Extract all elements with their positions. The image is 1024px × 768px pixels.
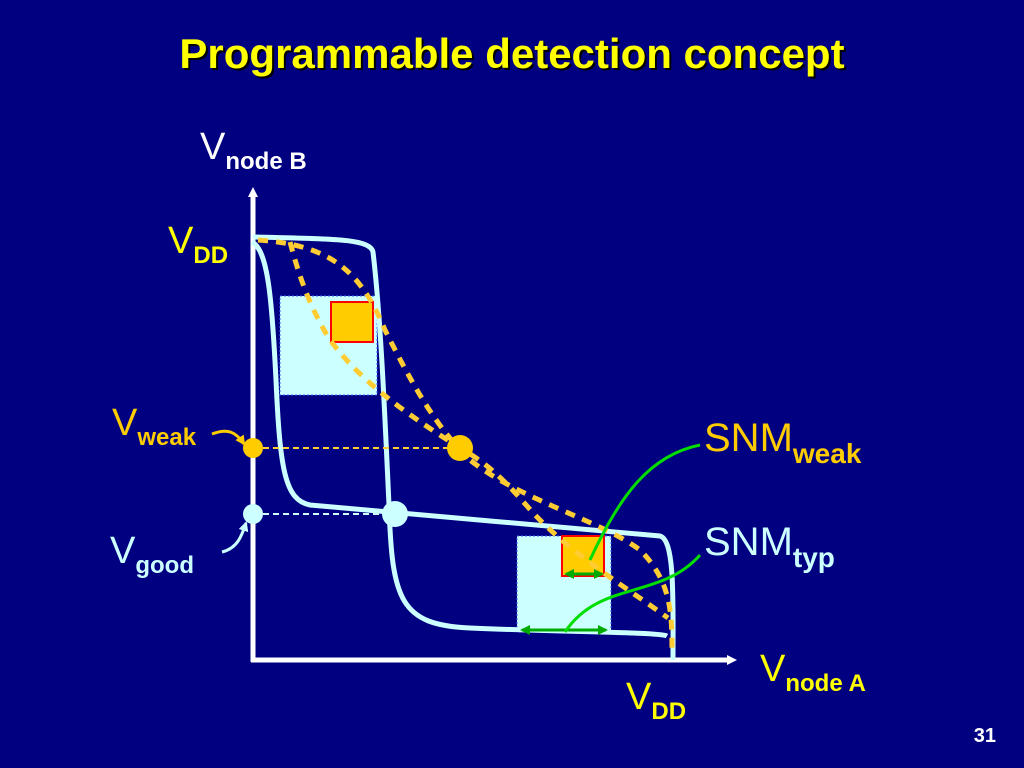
snm-weak-leader xyxy=(588,443,701,561)
x-axis-label-main: V xyxy=(760,648,786,690)
vgood-label: Vgood xyxy=(110,532,194,578)
vdd-y-label-main: V xyxy=(168,220,194,262)
vdd-x-label: VDD xyxy=(626,678,686,724)
snm-weak-square-upper xyxy=(330,301,374,343)
vgood-axis-dot xyxy=(243,504,263,524)
vgood-pointer xyxy=(221,521,249,554)
weak-metastable-dot xyxy=(447,435,473,461)
x-axis-label-sub: node A xyxy=(785,670,866,697)
typical-metastable-dot xyxy=(382,501,408,527)
vweak-axis-dot xyxy=(243,438,263,458)
snm-weak-label-sub: weak xyxy=(792,438,862,469)
page-number: 31 xyxy=(973,725,996,747)
snm-typ-label-main: SNM xyxy=(704,520,793,564)
slide-title: Programmable detection concept xyxy=(179,30,845,77)
snm-typ-leader xyxy=(563,554,702,633)
y-axis-label: Vnode B xyxy=(200,128,307,174)
vdd-y-label: VDD xyxy=(168,222,228,268)
vweak-label-main: V xyxy=(112,402,138,444)
y-axis-label-sub: node B xyxy=(225,148,307,175)
y-axis-label-main: V xyxy=(200,126,226,168)
snm-weak-label: SNMweak xyxy=(704,418,861,468)
snm-typ-label-sub: typ xyxy=(792,542,835,573)
x-axis-label: Vnode A xyxy=(760,650,866,696)
vgood-label-sub: good xyxy=(135,552,194,579)
vweak-pointer xyxy=(211,429,246,446)
vdd-x-label-main: V xyxy=(626,676,652,718)
typical-curve-2 xyxy=(250,239,676,661)
snm-typ-label: SNMtyp xyxy=(704,522,835,572)
snm-weak-label-main: SNM xyxy=(704,416,793,460)
vdd-y-label-sub: DD xyxy=(193,242,229,269)
vgood-label-main: V xyxy=(110,530,136,572)
vweak-label-sub: weak xyxy=(137,424,197,451)
vweak-label: Vweak xyxy=(112,404,196,450)
vdd-x-label-sub: DD xyxy=(651,698,687,725)
weak-curve-1 xyxy=(257,237,675,651)
